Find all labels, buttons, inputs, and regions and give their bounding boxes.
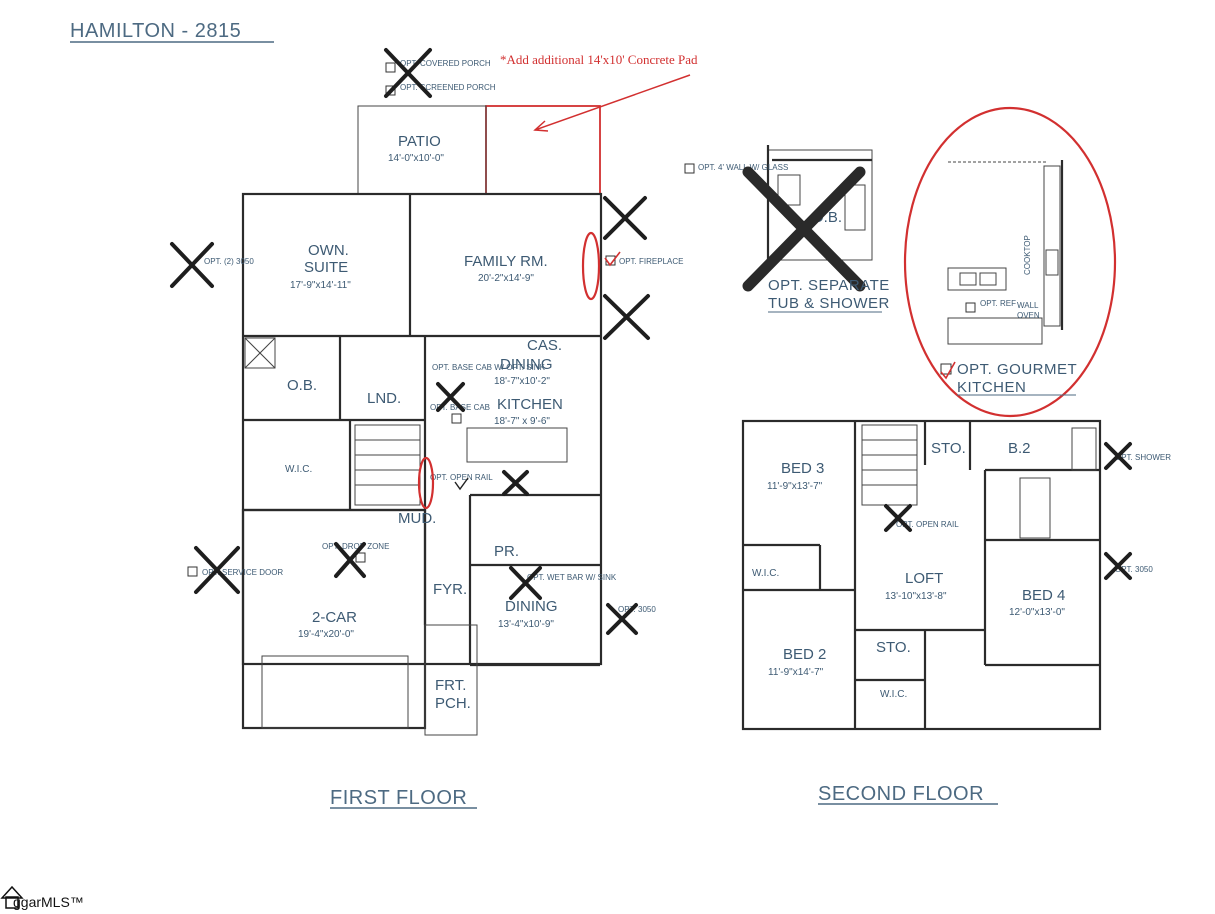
- bath-caption-2: TUB & SHOWER: [768, 295, 890, 312]
- svg-text:OPT. (2) 3050: OPT. (2) 3050: [204, 257, 254, 266]
- x-mark-porch: [384, 48, 432, 98]
- second-floor-walls: [741, 419, 1102, 731]
- loft-dim: 13'-10"x13'-8": [885, 591, 947, 602]
- x-mark-base-cab: [436, 382, 465, 412]
- loft-name: LOFT: [905, 570, 943, 587]
- x-mark-shower: [1104, 442, 1132, 470]
- svg-text:OPT. 3050: OPT. 3050: [618, 605, 656, 614]
- sto-bottom-name: STO.: [876, 639, 911, 656]
- concrete-pad-note: *Add additional 14'x10' Concrete Pad: [500, 52, 698, 67]
- svg-text:OPT. OPEN RAIL: OPT. OPEN RAIL: [430, 473, 493, 482]
- svg-text:OPT. BASE CAB W/ OPT. SINK: OPT. BASE CAB W/ OPT. SINK: [432, 363, 546, 372]
- svg-text:OPT. SERVICE DOOR: OPT. SERVICE DOOR: [202, 568, 283, 577]
- second-floor-x-marks: [884, 442, 1132, 580]
- family-room-dim: 20'-2"x14'-9": [478, 273, 534, 284]
- second-floor-heading: SECOND FLOOR: [818, 783, 984, 805]
- x-mark-window-right-2: [603, 294, 650, 340]
- x-mark-wet-bar: [509, 566, 542, 600]
- house-icon: [0, 885, 24, 909]
- x-mark-kitchen-opt: [502, 470, 529, 496]
- first-floor-heading: FIRST FLOOR: [330, 787, 467, 809]
- svg-text:OPT. SCREENED PORCH: OPT. SCREENED PORCH: [400, 83, 496, 92]
- svg-text:OVEN: OVEN: [1017, 311, 1040, 320]
- bed4-dim: 12'-0"x13'-0": [1009, 607, 1065, 618]
- kitchen-caption-2: KITCHEN: [957, 379, 1026, 396]
- concrete-pad-outline: [485, 105, 601, 195]
- cas-dining-name-1: CAS.: [527, 337, 562, 354]
- x-mark-drop-zone: [334, 542, 366, 578]
- wic2-name: W.I.C.: [880, 689, 907, 700]
- cas-dining-dim: 18'-7"x10'-2": [494, 376, 550, 387]
- x-mark-window-right-1: [603, 196, 647, 240]
- x-mark-service-door: [194, 546, 240, 594]
- patio-dim: 14'-0"x10'-0": [388, 153, 444, 164]
- first-floor-x-marks: [170, 48, 650, 635]
- x-mark-bath-big: [742, 166, 866, 292]
- b2-name: B.2: [1008, 440, 1031, 457]
- svg-text:COOKTOP: COOKTOP: [1023, 235, 1032, 275]
- front-porch-name-2: PCH.: [435, 695, 471, 712]
- svg-text:OPT. 4' WALL W/ GLASS: OPT. 4' WALL W/ GLASS: [698, 163, 788, 172]
- watermark: ggarMLS™: [0, 885, 84, 910]
- svg-text:OPT. DROP ZONE: OPT. DROP ZONE: [322, 542, 389, 551]
- owners-suite-dim: 17'-9"x14'-11": [290, 280, 351, 291]
- gourmet-kitchen-red-oval: [903, 106, 1117, 418]
- x-mark-bed4-window: [1104, 552, 1132, 580]
- patio-name: PATIO: [398, 133, 441, 150]
- watermark-text: ggarMLS™: [13, 894, 84, 910]
- inset-bath: OPT. 4' WALL W/ GLASS O.B. OPT. SEPARATE…: [684, 145, 890, 313]
- fireplace-red-oval: [581, 231, 601, 301]
- wic-name: W.I.C.: [285, 464, 312, 475]
- svg-text:OPT. REF: OPT. REF: [980, 299, 1016, 308]
- svg-text:OPT. COVERED PORCH: OPT. COVERED PORCH: [400, 59, 491, 68]
- first-floor-labels: PATIO 14'-0"x10'-0" OWN. SUITE 17'-9"x14…: [285, 133, 563, 712]
- bed3-dim: 11'-9"x13'-7": [767, 481, 823, 492]
- bed2-dim: 11'-9"x14'-7": [768, 667, 824, 678]
- x-mark-open-rail-2f: [884, 504, 912, 532]
- open-rail-red-oval: [417, 456, 435, 510]
- second-floor-labels: BED 3 11'-9"x13'-7" STO. B.2 LOFT 13'-10…: [752, 440, 1171, 700]
- bed2-name: BED 2: [783, 646, 826, 663]
- kitchen-dim: 18'-7" x 9'-6": [494, 416, 550, 427]
- lnd-name: LND.: [367, 390, 401, 407]
- plan-title: HAMILTON - 2815: [70, 20, 241, 42]
- x-mark-dining-window: [606, 603, 638, 635]
- bed4-name: BED 4: [1022, 587, 1065, 604]
- dining-dim: 13'-4"x10'-9": [498, 619, 554, 630]
- svg-text:OPT. FIREPLACE: OPT. FIREPLACE: [619, 257, 683, 266]
- dining-name: DINING: [505, 598, 558, 615]
- pr-name: PR.: [494, 543, 519, 560]
- front-porch-name-1: FRT.: [435, 677, 466, 694]
- svg-text:WALL: WALL: [1017, 301, 1039, 310]
- bath-caption-1: OPT. SEPARATE: [768, 277, 890, 294]
- wic-name-2f: W.I.C.: [752, 568, 779, 579]
- kitchen-caption-1: OPT. GOURMET: [957, 361, 1077, 378]
- svg-text:OPT. 3050: OPT. 3050: [1115, 565, 1153, 574]
- fireplace-checkmark: [604, 251, 621, 267]
- bed3-name: BED 3: [781, 460, 824, 477]
- inset-kitchen: COOKTOP WALL OVEN OPT. REF OPT. GOURMET …: [903, 106, 1117, 418]
- garage-dim: 19'-4"x20'-0": [298, 629, 354, 640]
- kitchen-name: KITCHEN: [497, 396, 563, 413]
- svg-text:OPT. WET BAR W/ SINK: OPT. WET BAR W/ SINK: [527, 573, 617, 582]
- ob-name: O.B.: [287, 377, 317, 394]
- svg-text:OPT. SHOWER: OPT. SHOWER: [1115, 453, 1171, 462]
- owners-suite-name-1: OWN.: [308, 242, 349, 259]
- cas-dining-name-2: DINING: [500, 356, 553, 373]
- garage-name: 2-CAR: [312, 609, 357, 626]
- x-mark-window-left: [170, 242, 214, 288]
- family-room-name: FAMILY RM.: [464, 253, 548, 270]
- owners-suite-name-2: SUITE: [304, 259, 348, 276]
- fyr-name: FYR.: [433, 581, 467, 598]
- mud-name: MUD.: [398, 510, 436, 527]
- open-rail-checkmark: [454, 477, 469, 491]
- svg-text:OPT. OPEN RAIL: OPT. OPEN RAIL: [896, 520, 959, 529]
- sto-top-name: STO.: [931, 440, 966, 457]
- annotation-arrow: [534, 74, 691, 131]
